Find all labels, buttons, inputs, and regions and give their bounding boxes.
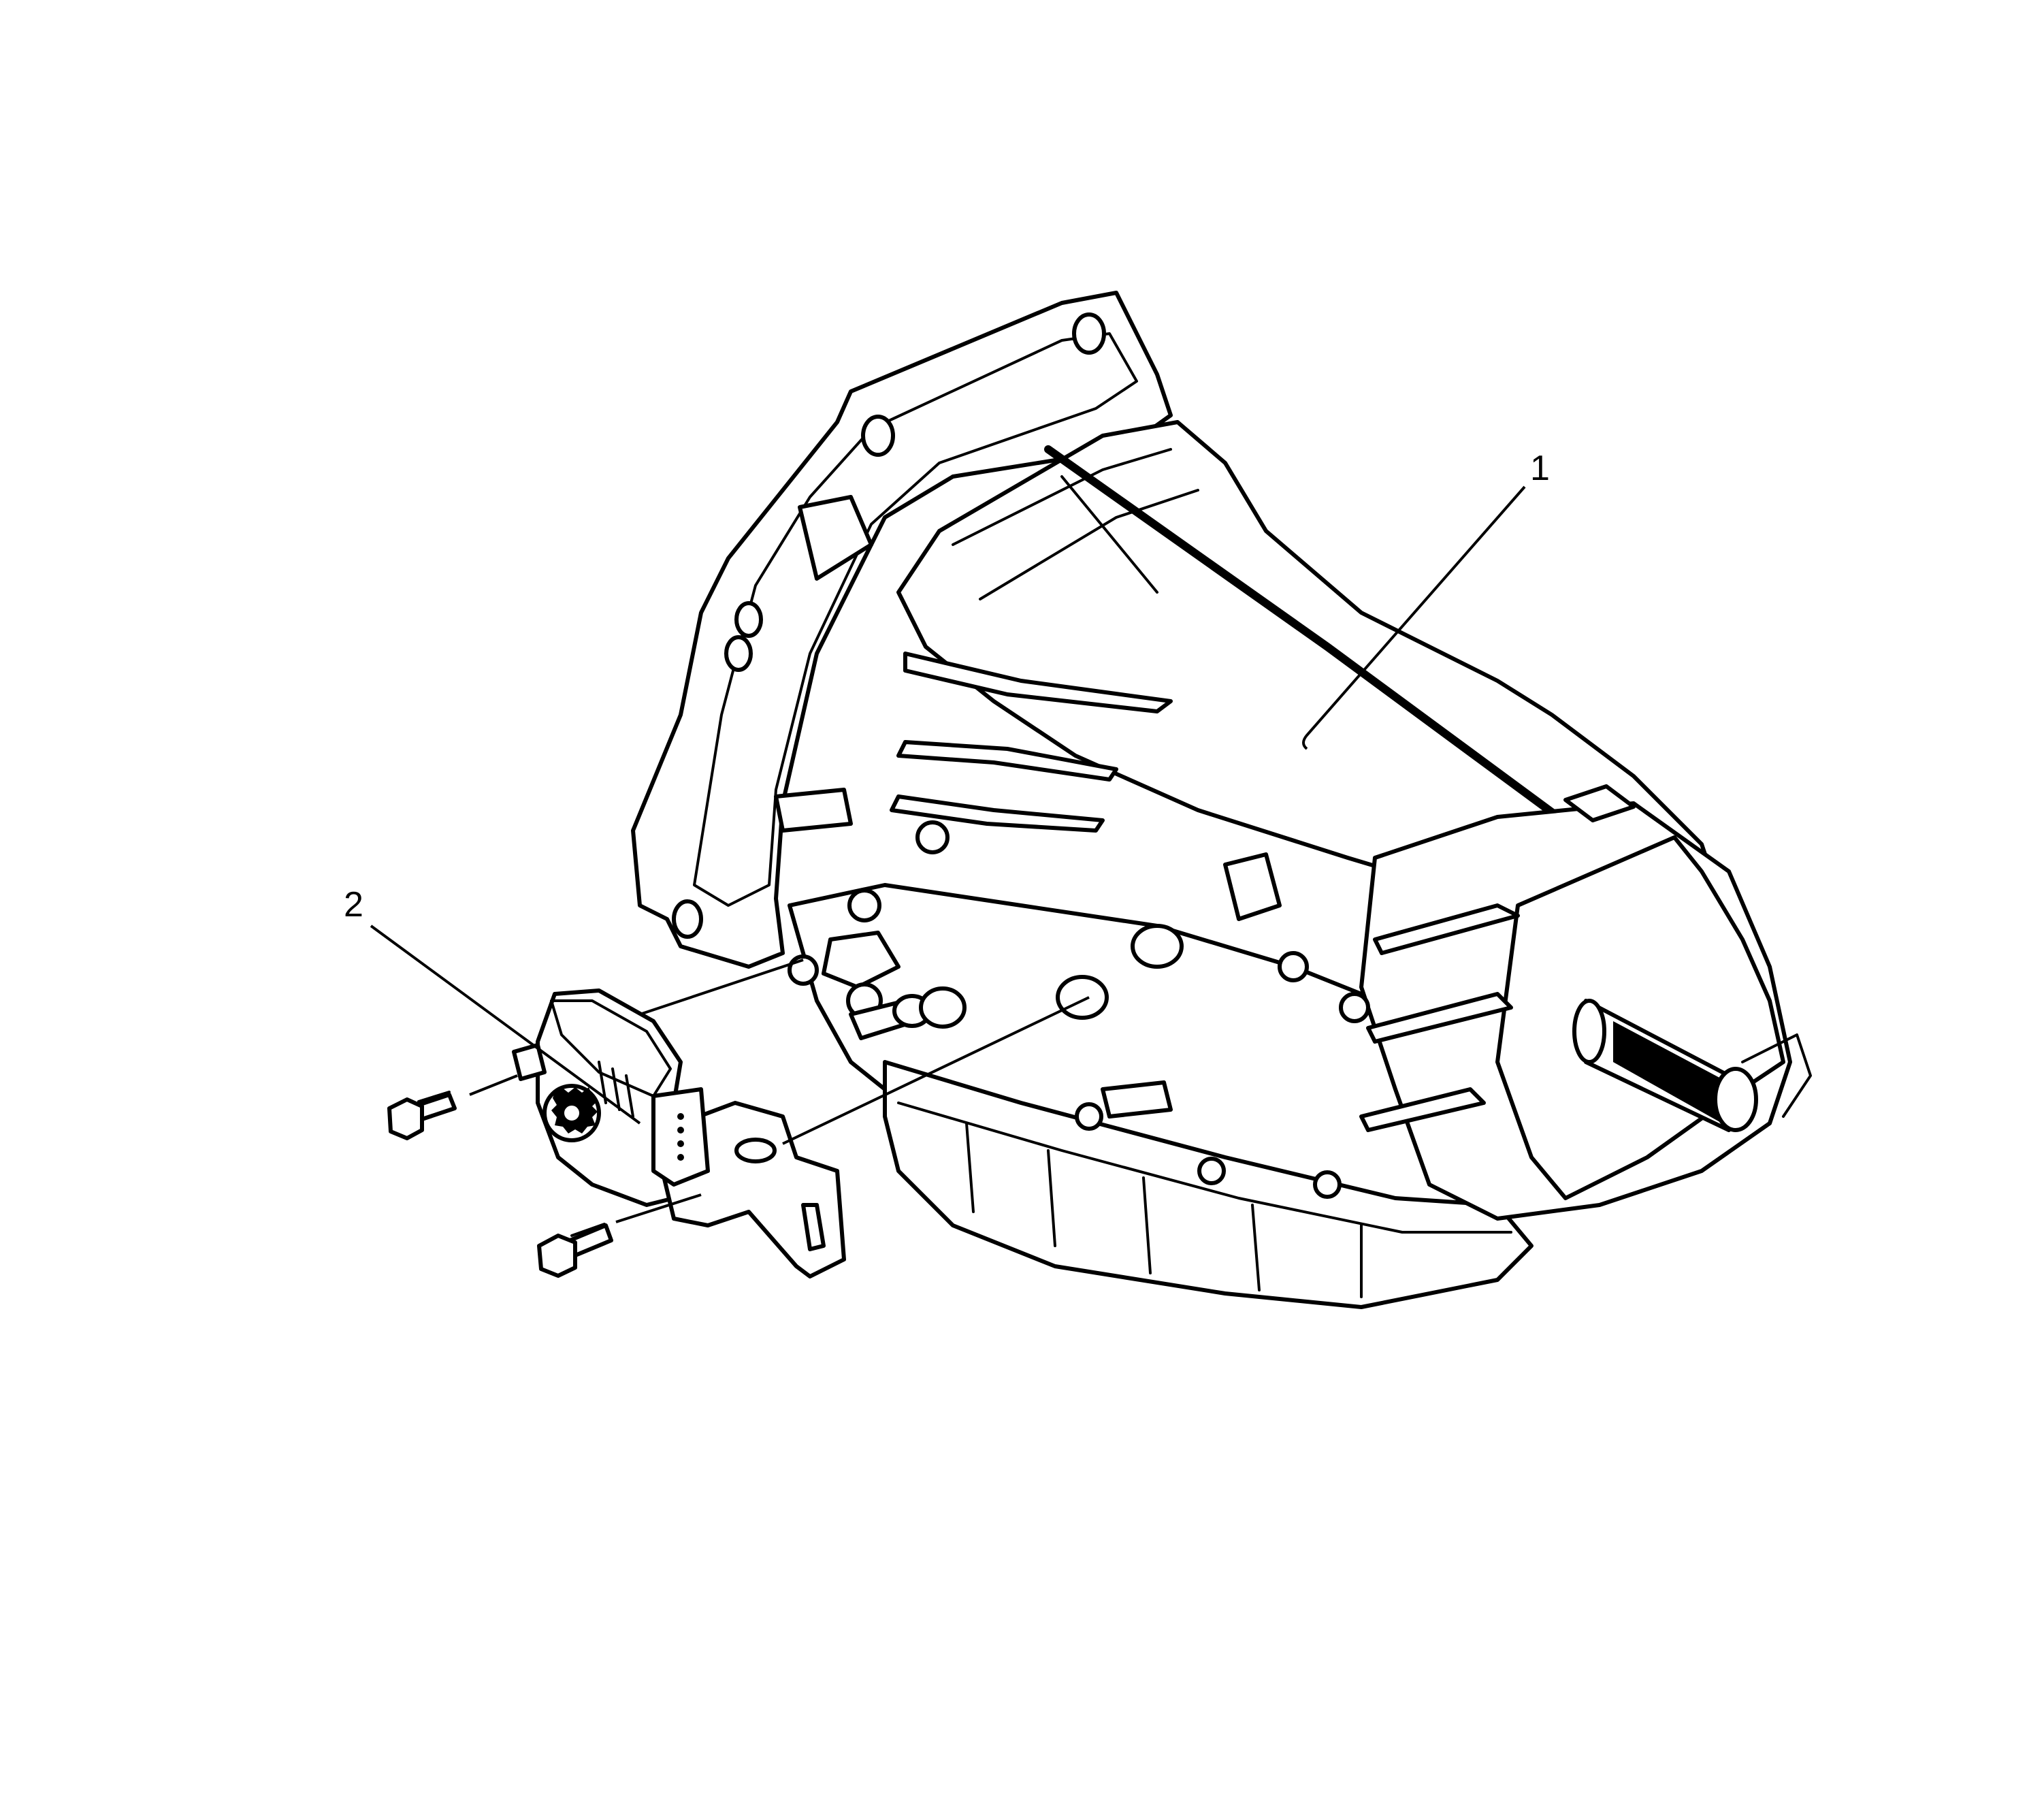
- callout-2-leader: [370, 924, 641, 1125]
- bell-window: [798, 495, 873, 581]
- switch-bolt-upper: [387, 1091, 457, 1140]
- callout-2-label: 2: [344, 885, 363, 924]
- switch-hub: [542, 1084, 601, 1142]
- oil-pan-flange-line: [897, 1102, 1512, 1234]
- extension-tab: [1563, 784, 1636, 822]
- switch-side-tab: [512, 1043, 547, 1081]
- manual-shaft-area: [788, 931, 967, 1040]
- switch-connector: [651, 1087, 710, 1187]
- switch-bolt-lower: [537, 1223, 613, 1278]
- oil-pan-ribs: [965, 1122, 1363, 1298]
- case-ribs: [890, 445, 1590, 841]
- callout-1: 1: [1302, 449, 1550, 750]
- bracket-slot-lower: [801, 1203, 826, 1251]
- bracket-slot-upper: [734, 1138, 777, 1163]
- callout-1-leader: [1302, 485, 1526, 750]
- transmission-assembly: [631, 291, 1812, 1309]
- output-shaft: [1572, 999, 1812, 1132]
- bell-bolt-holes: [672, 312, 1106, 939]
- callout-1-label: 1: [1530, 449, 1550, 488]
- bell-housing: [631, 291, 1173, 969]
- connector-pins: [677, 1113, 684, 1161]
- park-neutral-position-switch: [512, 988, 846, 1279]
- callout-2: 2: [344, 885, 641, 1125]
- extension-ribs: [1359, 903, 1520, 1132]
- case-bosses: [774, 788, 1370, 1199]
- alignment-lines: [469, 959, 1090, 1223]
- switch-upper-cap: [550, 999, 672, 1097]
